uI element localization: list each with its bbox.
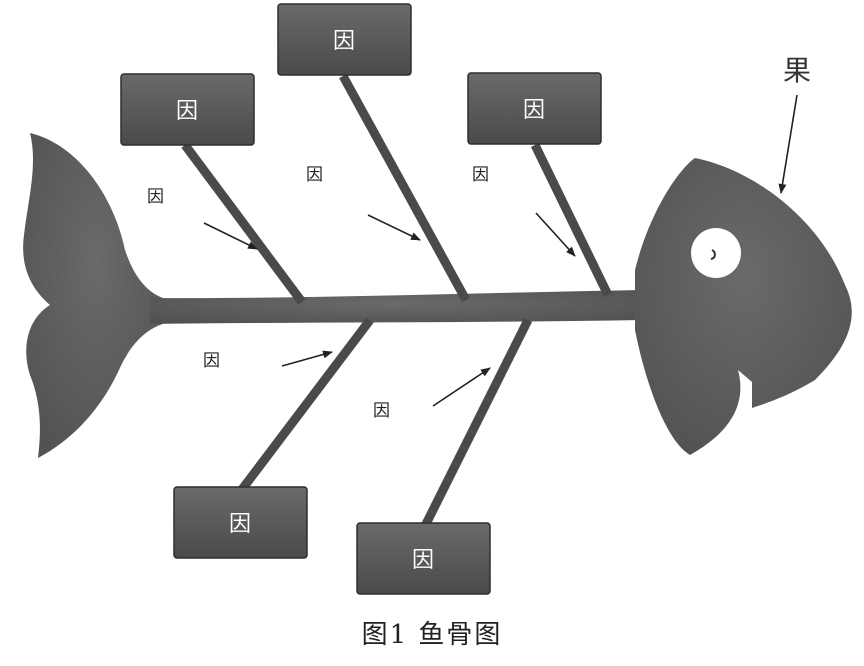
cause-box-top-right: 因 (467, 72, 602, 145)
cause-box-label: 因 (412, 548, 434, 573)
cause-box-top-left: 因 (120, 73, 255, 146)
effect-arrow (778, 94, 798, 194)
effect-label: 果 (783, 54, 811, 87)
sub-cause-label: 因 (203, 351, 220, 371)
fish-tail (23, 133, 170, 458)
cause-box-bottom-right: 因 (356, 522, 491, 595)
bone-upper-left (181, 142, 306, 305)
cause-box-label: 因 (176, 99, 198, 124)
sub-cause-arrow (203, 222, 258, 250)
fishbone-diagram: 因 因 因 因 因 因 因 因 因 因 果 (23, 3, 852, 595)
cause-box-bottom-left: 因 (173, 486, 308, 559)
cause-box-top-center: 因 (277, 3, 412, 76)
sub-cause-arrow (367, 214, 421, 241)
cause-box-label: 因 (333, 29, 355, 54)
bone-lower-right (419, 317, 533, 531)
cause-box-label: 因 (229, 512, 251, 537)
figure-caption: 图1 鱼骨图 (361, 620, 503, 650)
sub-cause-arrow (281, 350, 333, 367)
cause-box-label: 因 (523, 98, 545, 123)
fish-pupil (710, 249, 716, 260)
sub-cause-label: 因 (472, 165, 489, 185)
fish-head (635, 158, 852, 455)
fish-spine (150, 290, 640, 324)
sub-cause-label: 因 (147, 187, 164, 207)
sub-cause-label: 因 (306, 165, 323, 185)
fish-eye (691, 228, 741, 278)
bone-upper-right (530, 143, 613, 297)
bone-upper-middle (339, 73, 470, 303)
sub-cause-arrow (432, 367, 491, 407)
sub-cause-arrow (535, 212, 576, 257)
bone-lower-left (236, 317, 374, 495)
sub-cause-label: 因 (373, 401, 390, 421)
